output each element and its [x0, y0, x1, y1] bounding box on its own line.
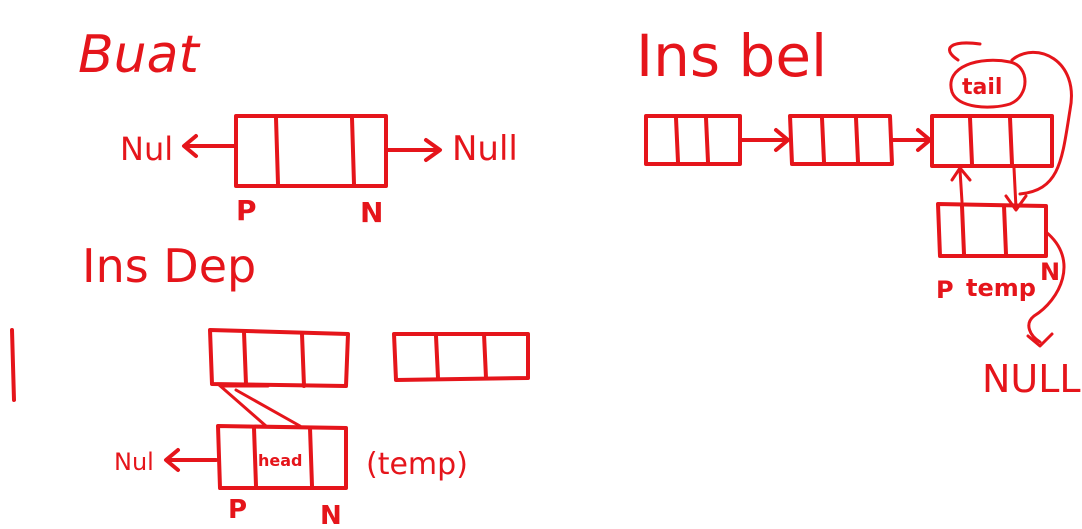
label-temp-paren: (temp)	[366, 447, 468, 482]
arrow-bel-1-2	[738, 128, 790, 152]
title-ins-bel: Ins bel	[636, 22, 827, 90]
node-bel-3	[930, 114, 1054, 168]
label-nul-dep: Nul	[114, 448, 154, 476]
label-null-bottom: NULL	[982, 357, 1081, 401]
margin-stroke	[10, 328, 16, 402]
node-bel-2	[788, 114, 894, 166]
title-buat: Buat	[78, 25, 200, 85]
node-dep-1	[208, 328, 350, 388]
title-ins-dep: Ins Dep	[82, 239, 256, 293]
arrow-left-to-null	[182, 134, 236, 158]
arrow-bel-2-3	[890, 128, 932, 152]
label-head: head	[258, 451, 303, 470]
node-bel-new	[936, 202, 1048, 258]
node-dep-2	[392, 332, 530, 382]
label-temp: temp	[966, 274, 1036, 302]
label-p-bel: P	[936, 276, 954, 304]
arrow-dep-null	[164, 448, 218, 472]
arrow-bel-to-null	[1026, 230, 1066, 348]
node-dep-new	[216, 424, 348, 490]
label-tail: tail	[962, 75, 1002, 100]
node-buat	[234, 114, 388, 188]
label-n-bel: N	[1040, 258, 1060, 286]
arrow-dep-link	[216, 382, 302, 428]
label-n-dep: N	[320, 501, 342, 529]
arrow-bel-back	[950, 166, 972, 204]
tail-bubble	[947, 41, 1073, 196]
node-bel-1	[644, 114, 742, 166]
arrow-right-to-null	[384, 138, 442, 162]
label-n-buat: N	[360, 196, 383, 229]
label-p-buat: P	[236, 194, 257, 227]
arrow-bel-down	[1004, 166, 1028, 212]
label-p-dep: P	[228, 495, 247, 525]
label-null-right: Null	[452, 129, 518, 169]
label-null-left: Nul	[120, 130, 173, 168]
